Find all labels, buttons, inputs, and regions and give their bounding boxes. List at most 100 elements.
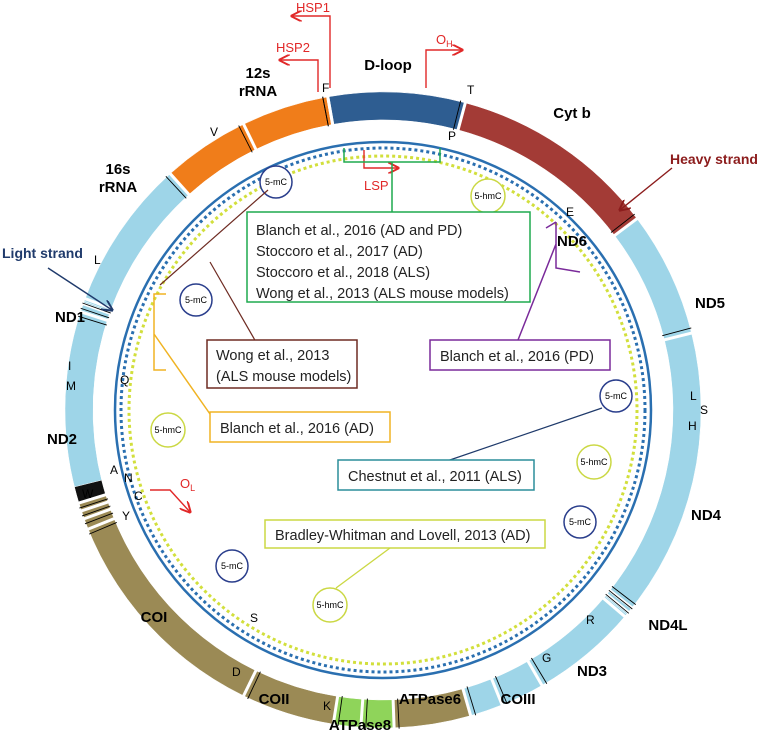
segment-nd2	[64, 300, 111, 493]
sep-S-edge	[608, 589, 633, 610]
sep-N-edge	[81, 505, 111, 517]
svg-text:Chestnut et al., 2011 (ALS): Chestnut et al., 2011 (ALS)	[348, 469, 522, 485]
segment-12s	[243, 96, 333, 150]
sep-R-edge	[495, 676, 508, 705]
sep-K-edge	[337, 696, 343, 726]
label-12s-2: rRNA	[239, 83, 278, 100]
marker-5hmc-4: 5-hmC	[312, 587, 348, 623]
sep-L1-edge	[165, 176, 187, 199]
bracket-orange	[153, 293, 211, 415]
sep-ATP8	[359, 698, 365, 729]
sep-ND6-ND5	[663, 331, 693, 342]
lsp-label: LSP	[364, 178, 389, 193]
svg-text:5-mC: 5-mC	[569, 517, 591, 527]
sep-R	[489, 677, 504, 707]
sep-N	[80, 500, 110, 513]
label-coiii: COIII	[500, 691, 535, 708]
segment-nd5	[604, 332, 702, 615]
sep-W	[86, 516, 116, 531]
svg-text:5-hmC: 5-hmC	[474, 191, 502, 201]
connector-brown	[159, 189, 269, 286]
marker-5mc-3: 5-mC	[599, 379, 633, 413]
connector-yellow	[335, 547, 391, 589]
label-nd3: ND3	[577, 663, 607, 680]
label-nd1: ND1	[55, 309, 85, 326]
label-dloop: D-loop	[364, 57, 411, 74]
trna-R: R	[586, 613, 595, 627]
trna-Q: Q	[120, 373, 129, 387]
dotted-yellow-ring	[127, 154, 639, 666]
trna-D: D	[232, 665, 241, 679]
sep-T-edge	[452, 100, 462, 130]
label-16s-2: rRNA	[99, 179, 138, 196]
ref-box-brown: Wong et al., 2013 (ALS mouse models)	[206, 339, 358, 389]
segment-nd6	[614, 218, 692, 341]
trna-K: K	[323, 699, 331, 713]
trna-V: V	[210, 125, 218, 139]
svg-text:Stoccoro et al., 2017 (AD): Stoccoro et al., 2017 (AD)	[256, 244, 423, 260]
sep-C	[77, 493, 108, 505]
trna-C: C	[134, 489, 143, 503]
ref-box-yellow: Bradley-Whitman and Lovell, 2013 (AD)	[264, 519, 546, 549]
trna-T: T	[467, 83, 475, 97]
trna-W: W	[82, 487, 94, 501]
connector-brown-2	[209, 261, 257, 343]
trna-Y: Y	[122, 509, 130, 523]
segment-dloop	[327, 91, 466, 131]
marker-5hmc-2: 5-hmC	[150, 412, 186, 448]
oh-arrow: OH	[425, 32, 462, 88]
trna-N: N	[124, 471, 133, 485]
svg-text:Blanch et al., 2016 (AD and PD: Blanch et al., 2016 (AD and PD)	[256, 223, 462, 239]
heavy-strand-arrow	[620, 167, 673, 210]
label-atpase8: ATPase8	[329, 717, 391, 734]
light-strand-arrow	[47, 267, 112, 310]
sep-ND4L	[526, 659, 544, 688]
trna-P: P	[448, 129, 456, 143]
svg-text:5-hmC: 5-hmC	[316, 600, 344, 610]
label-16s-1: 16s	[105, 161, 130, 178]
connector-teal	[443, 407, 603, 463]
marker-5mc-2: 5-mC	[179, 283, 213, 317]
sep-ATP6-edge	[397, 698, 400, 729]
sep-G	[461, 687, 473, 718]
svg-text:5-mC: 5-mC	[221, 561, 243, 571]
trna-separators	[77, 95, 693, 729]
svg-text:5-hmC: 5-hmC	[580, 457, 608, 467]
sep-V-edge	[238, 125, 253, 153]
sep-L1	[168, 171, 191, 197]
sep-W-edge	[88, 522, 117, 535]
hsp1-label: HSP1	[296, 0, 330, 15]
sep-E-edge	[610, 213, 635, 233]
sep-F2-edge	[322, 96, 329, 127]
lsp-arrow: LSP	[363, 150, 398, 193]
label-nd6: ND6	[557, 233, 587, 250]
bracket-green	[343, 148, 441, 212]
ref-box-orange: Blanch et al., 2016 (AD)	[209, 411, 391, 443]
sep-L-edge	[611, 585, 637, 605]
svg-text:Bradley-Whitman and Lovell, 20: Bradley-Whitman and Lovell, 2013 (AD)	[275, 528, 530, 544]
light-strand-label: Light strand	[2, 245, 83, 261]
bracket-purple	[517, 221, 581, 341]
label-coi: COI	[141, 609, 168, 626]
sep-S	[605, 592, 631, 615]
trna-L2: L	[690, 389, 697, 403]
sep-K	[331, 695, 340, 726]
marker-5mc-5: 5-mC	[215, 549, 249, 583]
svg-text:5-hmC: 5-hmC	[154, 425, 182, 435]
trna-A: A	[110, 463, 118, 477]
label-12s-1: 12s	[245, 65, 270, 82]
heavy-strand-ring	[113, 140, 653, 680]
sep-L	[608, 588, 634, 610]
heavy-strand-label: Heavy strand	[670, 151, 758, 167]
sep-ATP6	[391, 698, 396, 729]
label-nd5: ND5	[695, 295, 725, 312]
trna-M: M	[66, 379, 76, 393]
svg-text:Blanch et al., 2016 (AD): Blanch et al., 2016 (AD)	[220, 421, 374, 437]
ref-box-purple: Blanch et al., 2016 (PD)	[429, 339, 611, 371]
trna-L1: L	[94, 253, 101, 267]
svg-text:(ALS mouse models): (ALS mouse models)	[216, 369, 351, 385]
marker-5hmc-1: 5-hmC	[470, 178, 506, 214]
sep-V	[241, 122, 258, 151]
trna-S2: S	[700, 403, 708, 417]
sep-A-edge	[84, 512, 114, 525]
